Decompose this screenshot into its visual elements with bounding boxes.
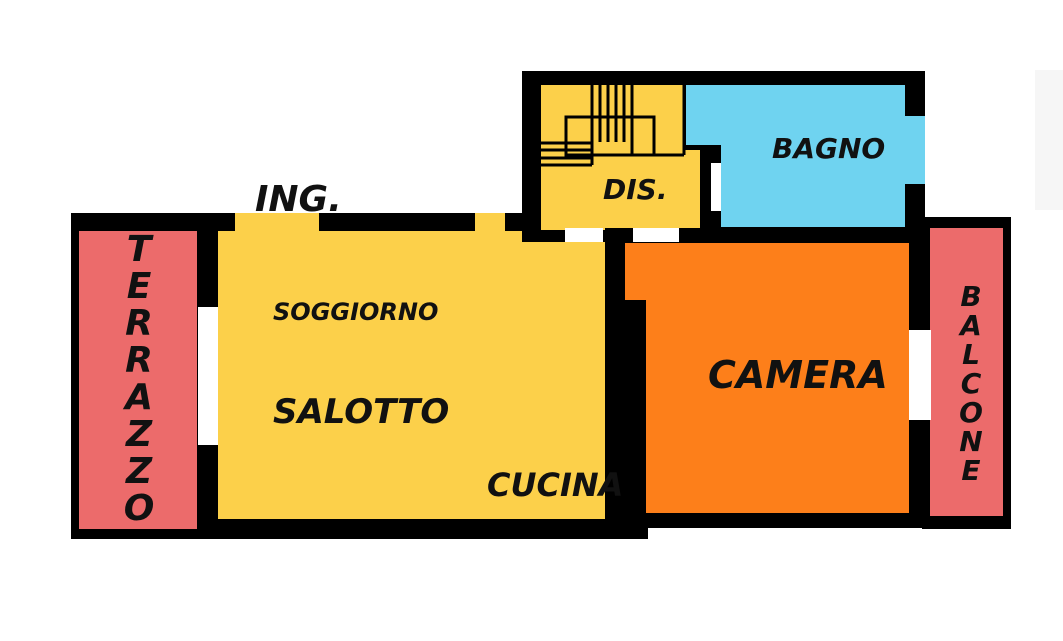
balcone-floor [930,228,1003,516]
terrazzo-floor [79,231,197,529]
soggiorno-label: SOGGIORNO [273,298,438,326]
camera-room [605,228,931,528]
balcone-door-opening [909,330,931,420]
living-floor [218,231,636,519]
dis-living-door [565,228,603,242]
bagno-label: BAGNO [772,132,885,165]
balcone-letter: A [958,309,982,342]
terrazzo-letter: Z [125,414,153,455]
balcone-letter: B [960,280,981,313]
bagno-floor [721,85,905,227]
salotto-label: SALOTTO [273,392,449,432]
terrazzo-letter: O [124,488,155,529]
balcone-letter: N [959,425,982,458]
camera-floor [625,243,909,513]
bagno-room [686,71,925,242]
balcone-letter: C [961,367,982,400]
cucina-label: CUCINA [487,466,623,504]
bagno-floor-ext [686,85,721,145]
terrazzo-letter: R [125,340,153,381]
living-room [198,213,648,539]
top-opening [475,213,505,231]
terrazzo-letter: T [127,229,154,270]
bagno-door [711,163,721,211]
disimpegno-room [522,71,727,242]
balcone-letter: O [959,396,983,429]
bagno-window [905,116,925,184]
balcone-letter: E [961,454,980,487]
camera-label: CAMERA [708,353,888,397]
terrazzo-letter: E [127,266,152,307]
dis-floor-lower [541,150,711,230]
balcone-letter: L [962,338,980,371]
entrance-label: ING. [255,179,342,220]
entrance-opening [235,213,319,231]
edge-shadow [1035,70,1063,210]
terrazzo-letter: Z [125,451,153,492]
staircase-icon [541,85,686,167]
terrazzo-letter: A [122,377,153,418]
dis-camera-door [633,228,679,242]
terrazzo-letter: R [125,303,153,344]
living-door-opening [198,307,218,445]
dis-label: DIS. [603,173,667,206]
terrazzo-room [71,213,219,539]
balcone-room [909,217,1011,529]
